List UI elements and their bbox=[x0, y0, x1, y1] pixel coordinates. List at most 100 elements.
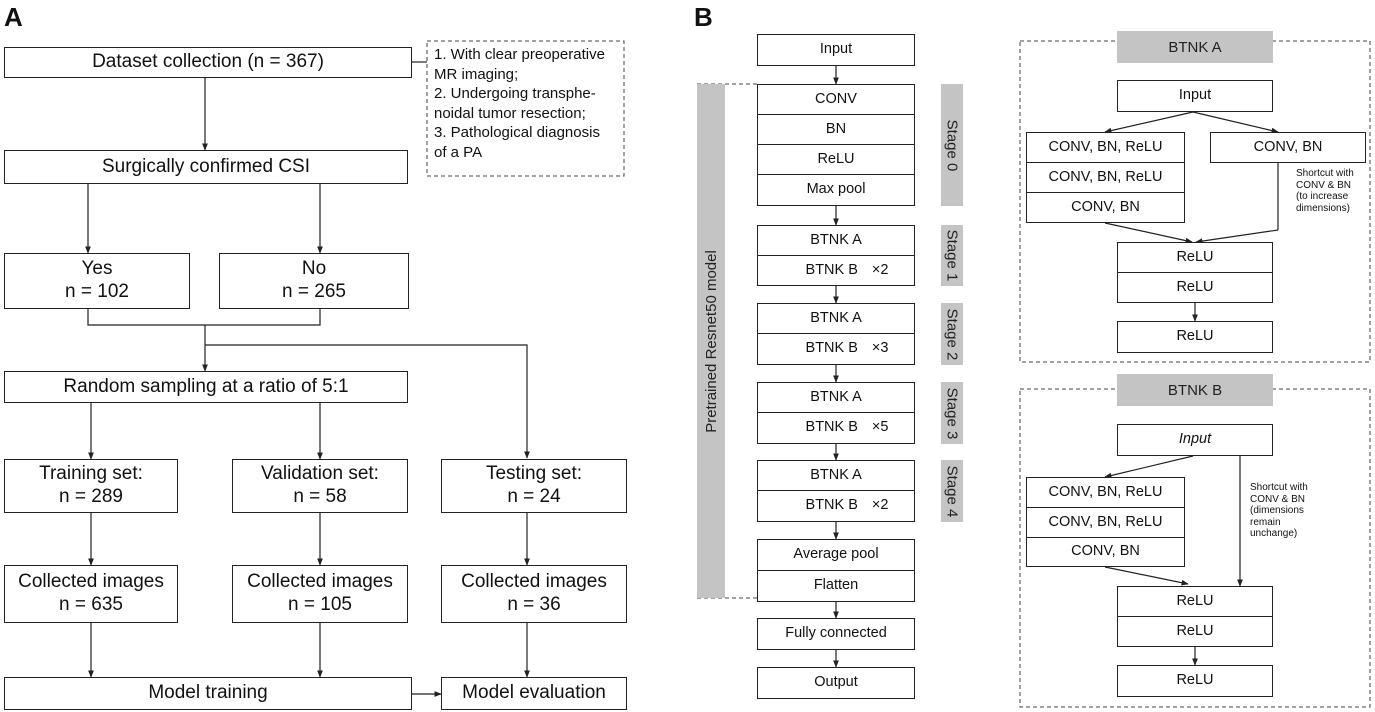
btnk-b-branch-3: CONV, BN bbox=[1026, 537, 1185, 567]
input-box: Input bbox=[757, 34, 915, 66]
note-line: CONV & BN bbox=[1250, 493, 1306, 505]
csi-label: Surgically confirmed CSI bbox=[101, 155, 311, 177]
stage1-btnk-b: BTNK B ×2 bbox=[757, 255, 915, 286]
criteria-border bbox=[426, 40, 625, 177]
criteria-line: of a PA bbox=[434, 143, 483, 161]
average-pool-label: Average pool bbox=[793, 546, 879, 563]
criteria-line: 2. Undergoing transphe- bbox=[434, 85, 596, 102]
pretrained-resnet50-bar: Pretrained Resnet50 model bbox=[697, 84, 725, 598]
stage3-btnk-b: BTNK B ×5 bbox=[757, 412, 915, 444]
criteria-line: 3. Pathological diagnosis bbox=[434, 124, 600, 141]
validation-set-count: n = 58 bbox=[293, 486, 347, 507]
inclusion-criteria: 1. With clear preoperative MR imaging; 2… bbox=[434, 45, 605, 162]
dataset-collection-label: Dataset collection (n = 367) bbox=[92, 51, 324, 73]
btnk-b-title: BTNK B bbox=[1117, 374, 1273, 406]
branch-label: CONV, BN bbox=[1071, 198, 1140, 215]
branch-label: CONV, BN, ReLU bbox=[1048, 168, 1163, 185]
btnk-a-label: BTNK A bbox=[810, 388, 862, 405]
btnk-b-input: Input bbox=[1117, 424, 1273, 456]
stage4-btnk-b: BTNK B ×2 bbox=[757, 490, 915, 522]
average-pool-box: Average pool bbox=[757, 539, 915, 571]
note-line: (to increase bbox=[1296, 191, 1349, 202]
yes-label: Yes bbox=[81, 258, 113, 280]
relu-label: ReLU bbox=[817, 150, 855, 167]
validation-images-label: Collected images bbox=[247, 571, 393, 593]
btnk-a-shortcut-note: Shortcut with CONV & BN (to increase dim… bbox=[1296, 168, 1368, 214]
branch-label: CONV, BN, ReLU bbox=[1048, 138, 1163, 155]
stage-1-label: Stage 1 bbox=[941, 225, 963, 286]
training-images-label: Collected images bbox=[18, 571, 164, 593]
note-line: CONV & BN bbox=[1296, 179, 1352, 191]
stage3-btnk-a: BTNK A bbox=[757, 382, 915, 413]
stage-1-text: Stage 1 bbox=[943, 229, 961, 282]
bn-label: BN bbox=[825, 120, 847, 137]
csi-box: Surgically confirmed CSI bbox=[4, 150, 408, 184]
btnk-a-label: BTNK A bbox=[810, 309, 862, 326]
stage4-btnk-a: BTNK A bbox=[757, 460, 915, 491]
stage2-btnk-b: BTNK B ×3 bbox=[757, 333, 915, 365]
max-pool-label: Max pool bbox=[806, 181, 866, 198]
stage-3-label: Stage 3 bbox=[941, 382, 963, 444]
repeat-count: ×2 bbox=[871, 261, 889, 278]
validation-images-box: Collected images n = 105 bbox=[232, 565, 408, 623]
btnk-a-shortcut-block: CONV, BN bbox=[1210, 132, 1366, 163]
random-sampling-box: Random sampling at a ratio of 5:1 bbox=[4, 371, 408, 403]
btnk-a-branch-1: CONV, BN, ReLU bbox=[1026, 132, 1185, 163]
btnk-b-label: BTNK B bbox=[805, 497, 858, 514]
flatten-label: Flatten bbox=[813, 577, 859, 594]
model-training-label: Model training bbox=[148, 682, 268, 704]
btnk-b-label: BTNK B bbox=[805, 261, 858, 278]
model-evaluation-box: Model evaluation bbox=[441, 677, 627, 710]
btnk-a-branch-2: CONV, BN, ReLU bbox=[1026, 162, 1185, 193]
stage-4-text: Stage 4 bbox=[943, 465, 961, 517]
branch-label: CONV, BN bbox=[1071, 543, 1140, 560]
panel-a-letter: A bbox=[4, 2, 23, 32]
flatten-box: Flatten bbox=[757, 570, 915, 602]
btnk-a-label: BTNK A bbox=[810, 231, 862, 248]
relu-label: ReLU bbox=[1176, 248, 1214, 265]
btnk-b-branch-2: CONV, BN, ReLU bbox=[1026, 507, 1185, 538]
criteria-line: 1. With clear preoperative bbox=[434, 46, 605, 63]
btnk-a-title-text: BTNK A bbox=[1168, 38, 1222, 56]
btnk-a-input: Input bbox=[1117, 80, 1273, 112]
shortcut-block-label: CONV, BN bbox=[1253, 138, 1323, 155]
btnk-a-relu-2: ReLU bbox=[1117, 272, 1273, 303]
random-sampling-label: Random sampling at a ratio of 5:1 bbox=[63, 375, 349, 397]
fully-connected-box: Fully connected bbox=[757, 618, 915, 650]
no-box: No n = 265 bbox=[219, 253, 409, 309]
yes-count: n = 102 bbox=[65, 281, 129, 302]
btnk-a-input-label: Input bbox=[1178, 87, 1212, 104]
conv-label: CONV bbox=[815, 90, 857, 107]
branch-label: CONV, BN, ReLU bbox=[1048, 483, 1163, 500]
relu-label: ReLU bbox=[1176, 592, 1214, 609]
btnk-a-title: BTNK A bbox=[1117, 31, 1273, 63]
criteria-line: MR imaging; bbox=[434, 65, 519, 83]
criteria-line: noidal tumor resection; bbox=[434, 104, 586, 122]
stage2-btnk-a: BTNK A bbox=[757, 303, 915, 334]
btnk-a-relu-3: ReLU bbox=[1117, 321, 1273, 353]
btnk-b-relu-3: ReLU bbox=[1117, 665, 1273, 697]
training-images-box: Collected images n = 635 bbox=[4, 565, 178, 623]
training-images-count: n = 635 bbox=[59, 594, 123, 615]
stage1-btnk-a: BTNK A bbox=[757, 225, 915, 256]
stage-0-label: Stage 0 bbox=[941, 84, 963, 206]
repeat-count: ×2 bbox=[871, 497, 889, 514]
no-count: n = 265 bbox=[282, 281, 346, 302]
relu-label: ReLU bbox=[1176, 328, 1214, 345]
btnk-b-relu-1: ReLU bbox=[1117, 586, 1273, 617]
dataset-collection-box: Dataset collection (n = 367) bbox=[4, 47, 412, 78]
validation-set-box: Validation set: n = 58 bbox=[232, 459, 408, 513]
pretrained-resnet50-label: Pretrained Resnet50 model bbox=[702, 249, 720, 433]
relu-label: ReLU bbox=[1176, 672, 1214, 689]
output-box: Output bbox=[757, 667, 915, 699]
validation-set-label: Validation set: bbox=[261, 463, 379, 485]
conv-box: CONV bbox=[757, 84, 915, 115]
testing-set-box: Testing set: n = 24 bbox=[441, 459, 627, 513]
testing-images-box: Collected images n = 36 bbox=[441, 565, 627, 623]
testing-set-label: Testing set: bbox=[485, 463, 583, 485]
model-training-box: Model training bbox=[4, 677, 412, 710]
testing-set-count: n = 24 bbox=[507, 486, 561, 507]
repeat-count: ×5 bbox=[871, 419, 889, 436]
input-label: Input bbox=[819, 41, 853, 58]
note-line: remain bbox=[1250, 516, 1281, 528]
